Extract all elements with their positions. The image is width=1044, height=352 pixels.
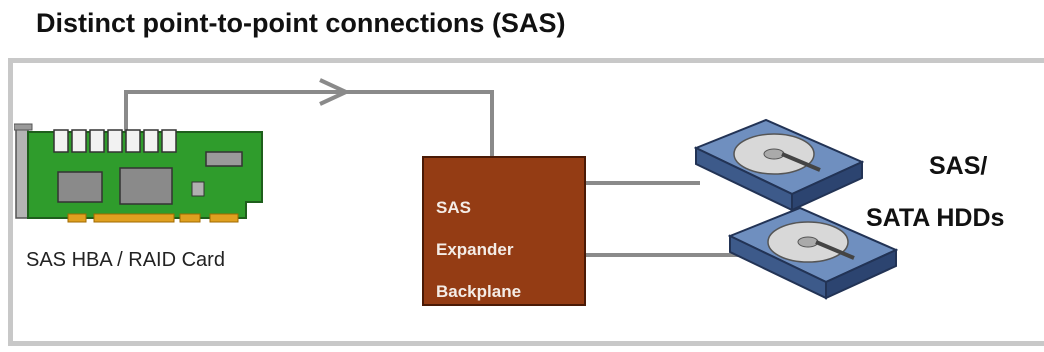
diagram-title: Distinct point-to-point connections (SAS… [36, 8, 566, 38]
hba-label: SAS HBA / RAID Card [26, 249, 225, 271]
hba-to-expander-connection [124, 78, 494, 157]
sas-expander-backplane: SAS Expander Backplane [422, 156, 586, 306]
hard-disk-icon [694, 118, 864, 212]
expander-label-line2: Expander [436, 240, 514, 259]
expander-label-line3: Backplane [436, 282, 522, 301]
expander-label-line1: SAS [436, 198, 471, 217]
diagram-frame [8, 58, 1044, 346]
hard-disk-icon [728, 206, 898, 300]
drives-label-line1: SAS/ [929, 152, 988, 180]
drives-label-line2: SATA HDDs [866, 204, 1005, 232]
raid-card-icon [13, 120, 274, 237]
